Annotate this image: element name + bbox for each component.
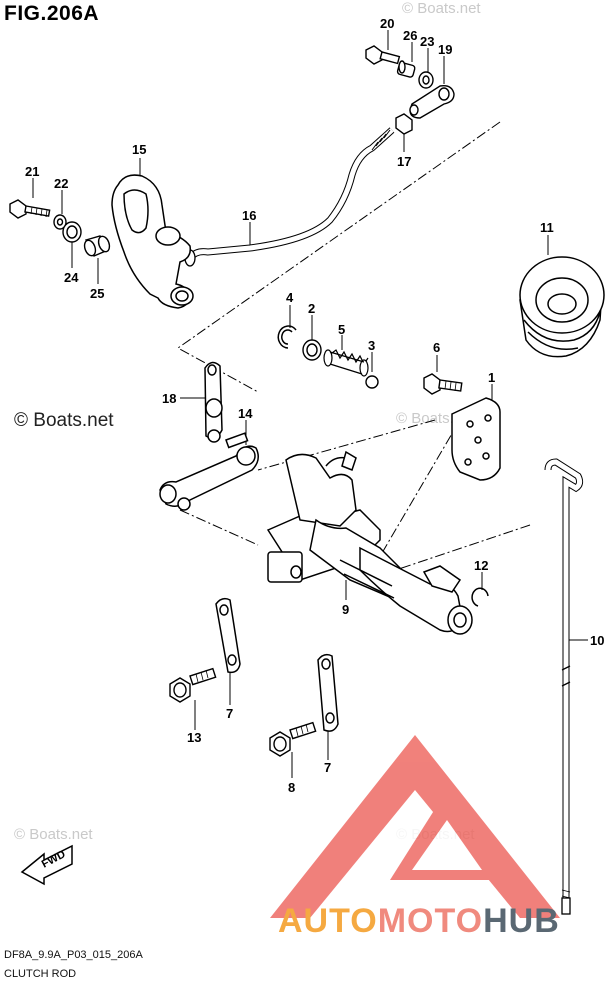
callout-2: 2 <box>308 301 315 316</box>
callout-22: 22 <box>54 176 68 191</box>
watermark-main: © Boats.net <box>14 410 114 431</box>
bolt-21-icon <box>9 199 51 219</box>
callout-12: 12 <box>474 558 488 573</box>
callout-5: 5 <box>338 322 345 337</box>
callout-16: 16 <box>242 208 256 223</box>
rod-end-19-icon <box>409 84 455 119</box>
callout-13: 13 <box>187 730 201 745</box>
bolt-6-icon <box>423 373 463 395</box>
callout-labels: 20 26 23 19 17 15 16 21 22 24 25 11 4 2 … <box>25 16 604 795</box>
bracket-7a-icon <box>215 597 241 674</box>
shift-lever-14-icon <box>159 432 259 511</box>
bolt-20-icon <box>365 45 401 65</box>
ball-3-icon <box>365 375 379 389</box>
rod-16-icon <box>184 127 395 267</box>
callout-4: 4 <box>286 290 294 305</box>
callout-26: 26 <box>403 28 417 43</box>
brand-wordmark: AUTOMOTOHUB <box>278 902 560 941</box>
fwd-arrow-icon: FWD <box>20 844 73 886</box>
callout-8: 8 <box>288 780 295 795</box>
callout-3: 3 <box>368 338 375 353</box>
callout-21: 21 <box>25 164 39 179</box>
lever-15-icon <box>111 174 194 309</box>
callout-19: 19 <box>438 42 452 57</box>
callout-6: 6 <box>433 340 440 355</box>
spring-5-icon <box>323 349 369 377</box>
washer-23-icon <box>418 71 434 89</box>
sleeve-25-icon <box>83 235 111 257</box>
rod-10-icon <box>544 458 584 915</box>
brand-logo-icon <box>270 735 560 918</box>
wave-washer-24-icon <box>62 221 82 243</box>
callout-17: 17 <box>397 154 411 169</box>
clutch-shaft-9-icon <box>266 450 473 635</box>
collar-26-icon <box>396 60 416 78</box>
callout-7b: 7 <box>324 760 331 775</box>
link-18-icon <box>204 361 223 443</box>
nut-17-icon <box>395 113 413 135</box>
callout-14: 14 <box>238 406 253 421</box>
washer-2-icon <box>302 339 322 361</box>
callout-25: 25 <box>90 286 104 301</box>
brand-part-moto: MOTO <box>377 902 484 940</box>
callout-11: 11 <box>540 220 554 235</box>
grommet-11-icon <box>519 256 605 358</box>
callout-23: 23 <box>420 34 434 49</box>
leader-lines <box>32 30 588 778</box>
bracket-7b-icon <box>317 653 339 732</box>
watermark-top: © Boats.net <box>402 0 481 17</box>
callout-24: 24 <box>64 270 79 285</box>
callout-10: 10 <box>590 633 604 648</box>
bolt-13-icon <box>169 667 217 703</box>
bolt-8-icon <box>269 721 317 757</box>
callout-15: 15 <box>132 142 146 157</box>
callout-9: 9 <box>342 602 349 617</box>
plate-1-icon <box>451 397 501 481</box>
washer-22-icon <box>53 214 67 230</box>
figure-name: CLUTCH ROD <box>4 968 77 980</box>
circlip-4-icon <box>277 325 297 349</box>
figure-code: DF8A_9.9A_P03_015_206A <box>4 949 143 961</box>
brand-part-hub: HUB <box>483 902 560 940</box>
watermark-bottom-left: © Boats.net <box>14 826 93 843</box>
e-ring-12-icon <box>471 587 489 607</box>
brand-part-auto: AUTO <box>278 902 378 940</box>
figure-title: FIG.206A <box>4 2 100 25</box>
callout-18: 18 <box>162 391 176 406</box>
callout-20: 20 <box>380 16 394 31</box>
callout-1: 1 <box>488 370 495 385</box>
callout-7a: 7 <box>226 706 233 721</box>
